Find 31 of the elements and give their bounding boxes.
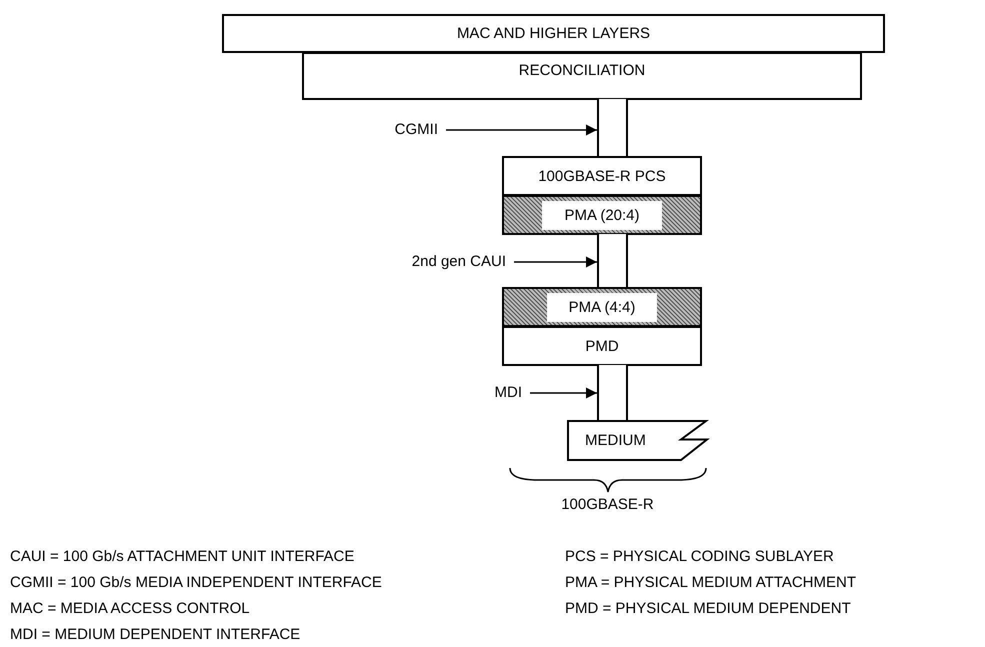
abbreviation-note: PMD = PHYSICAL MEDIUM DEPENDENT: [565, 599, 851, 619]
interface-channel: [597, 99, 628, 157]
abbreviation-note: CGMII = 100 Gb/s MEDIA INDEPENDENT INTERFACE: [10, 573, 382, 593]
arrow: [446, 124, 597, 136]
box-label: PMA (4:4): [546, 292, 658, 322]
box-label: PMD: [585, 338, 619, 354]
abbreviation-note: MAC = MEDIA ACCESS CONTROL: [10, 599, 250, 619]
hatched-sublayer-box: [502, 195, 702, 235]
box-label: MEDIUM: [585, 432, 646, 449]
sublayer-box: [302, 52, 862, 100]
interface-label: 2nd gen CAUI: [370, 252, 506, 272]
box-label: MAC AND HIGHER LAYERS: [456, 25, 650, 42]
abbreviation-note: MDI = MEDIUM DEPENDENT INTERFACE: [10, 625, 300, 645]
arrow: [530, 388, 597, 398]
arrow: [514, 256, 597, 268]
abbreviation-note: CAUI = 100 Gb/s ATTACHMENT UNIT INTERFACE: [10, 547, 354, 567]
medium-shape: [567, 420, 707, 461]
box-label: PMA (20:4): [542, 200, 662, 230]
abbreviation-note: PCS = PHYSICAL CODING SUBLAYER: [565, 547, 834, 567]
caption: 100GBASE-R: [560, 496, 655, 513]
interface-label: CGMII: [380, 120, 438, 140]
box-label: 100GBASE-R PCS: [538, 168, 666, 184]
sublayer-box: [222, 14, 885, 53]
sublayer-box: [502, 156, 702, 196]
box-label: RECONCILIATION: [518, 62, 646, 79]
hatched-sublayer-box: [502, 287, 702, 327]
abbreviation-note: PMA = PHYSICAL MEDIUM ATTACHMENT: [565, 573, 856, 593]
interface-label: MDI: [470, 383, 522, 403]
interface-channel: [597, 234, 628, 288]
sublayer-box: [502, 326, 702, 366]
interface-channel: [597, 365, 628, 421]
